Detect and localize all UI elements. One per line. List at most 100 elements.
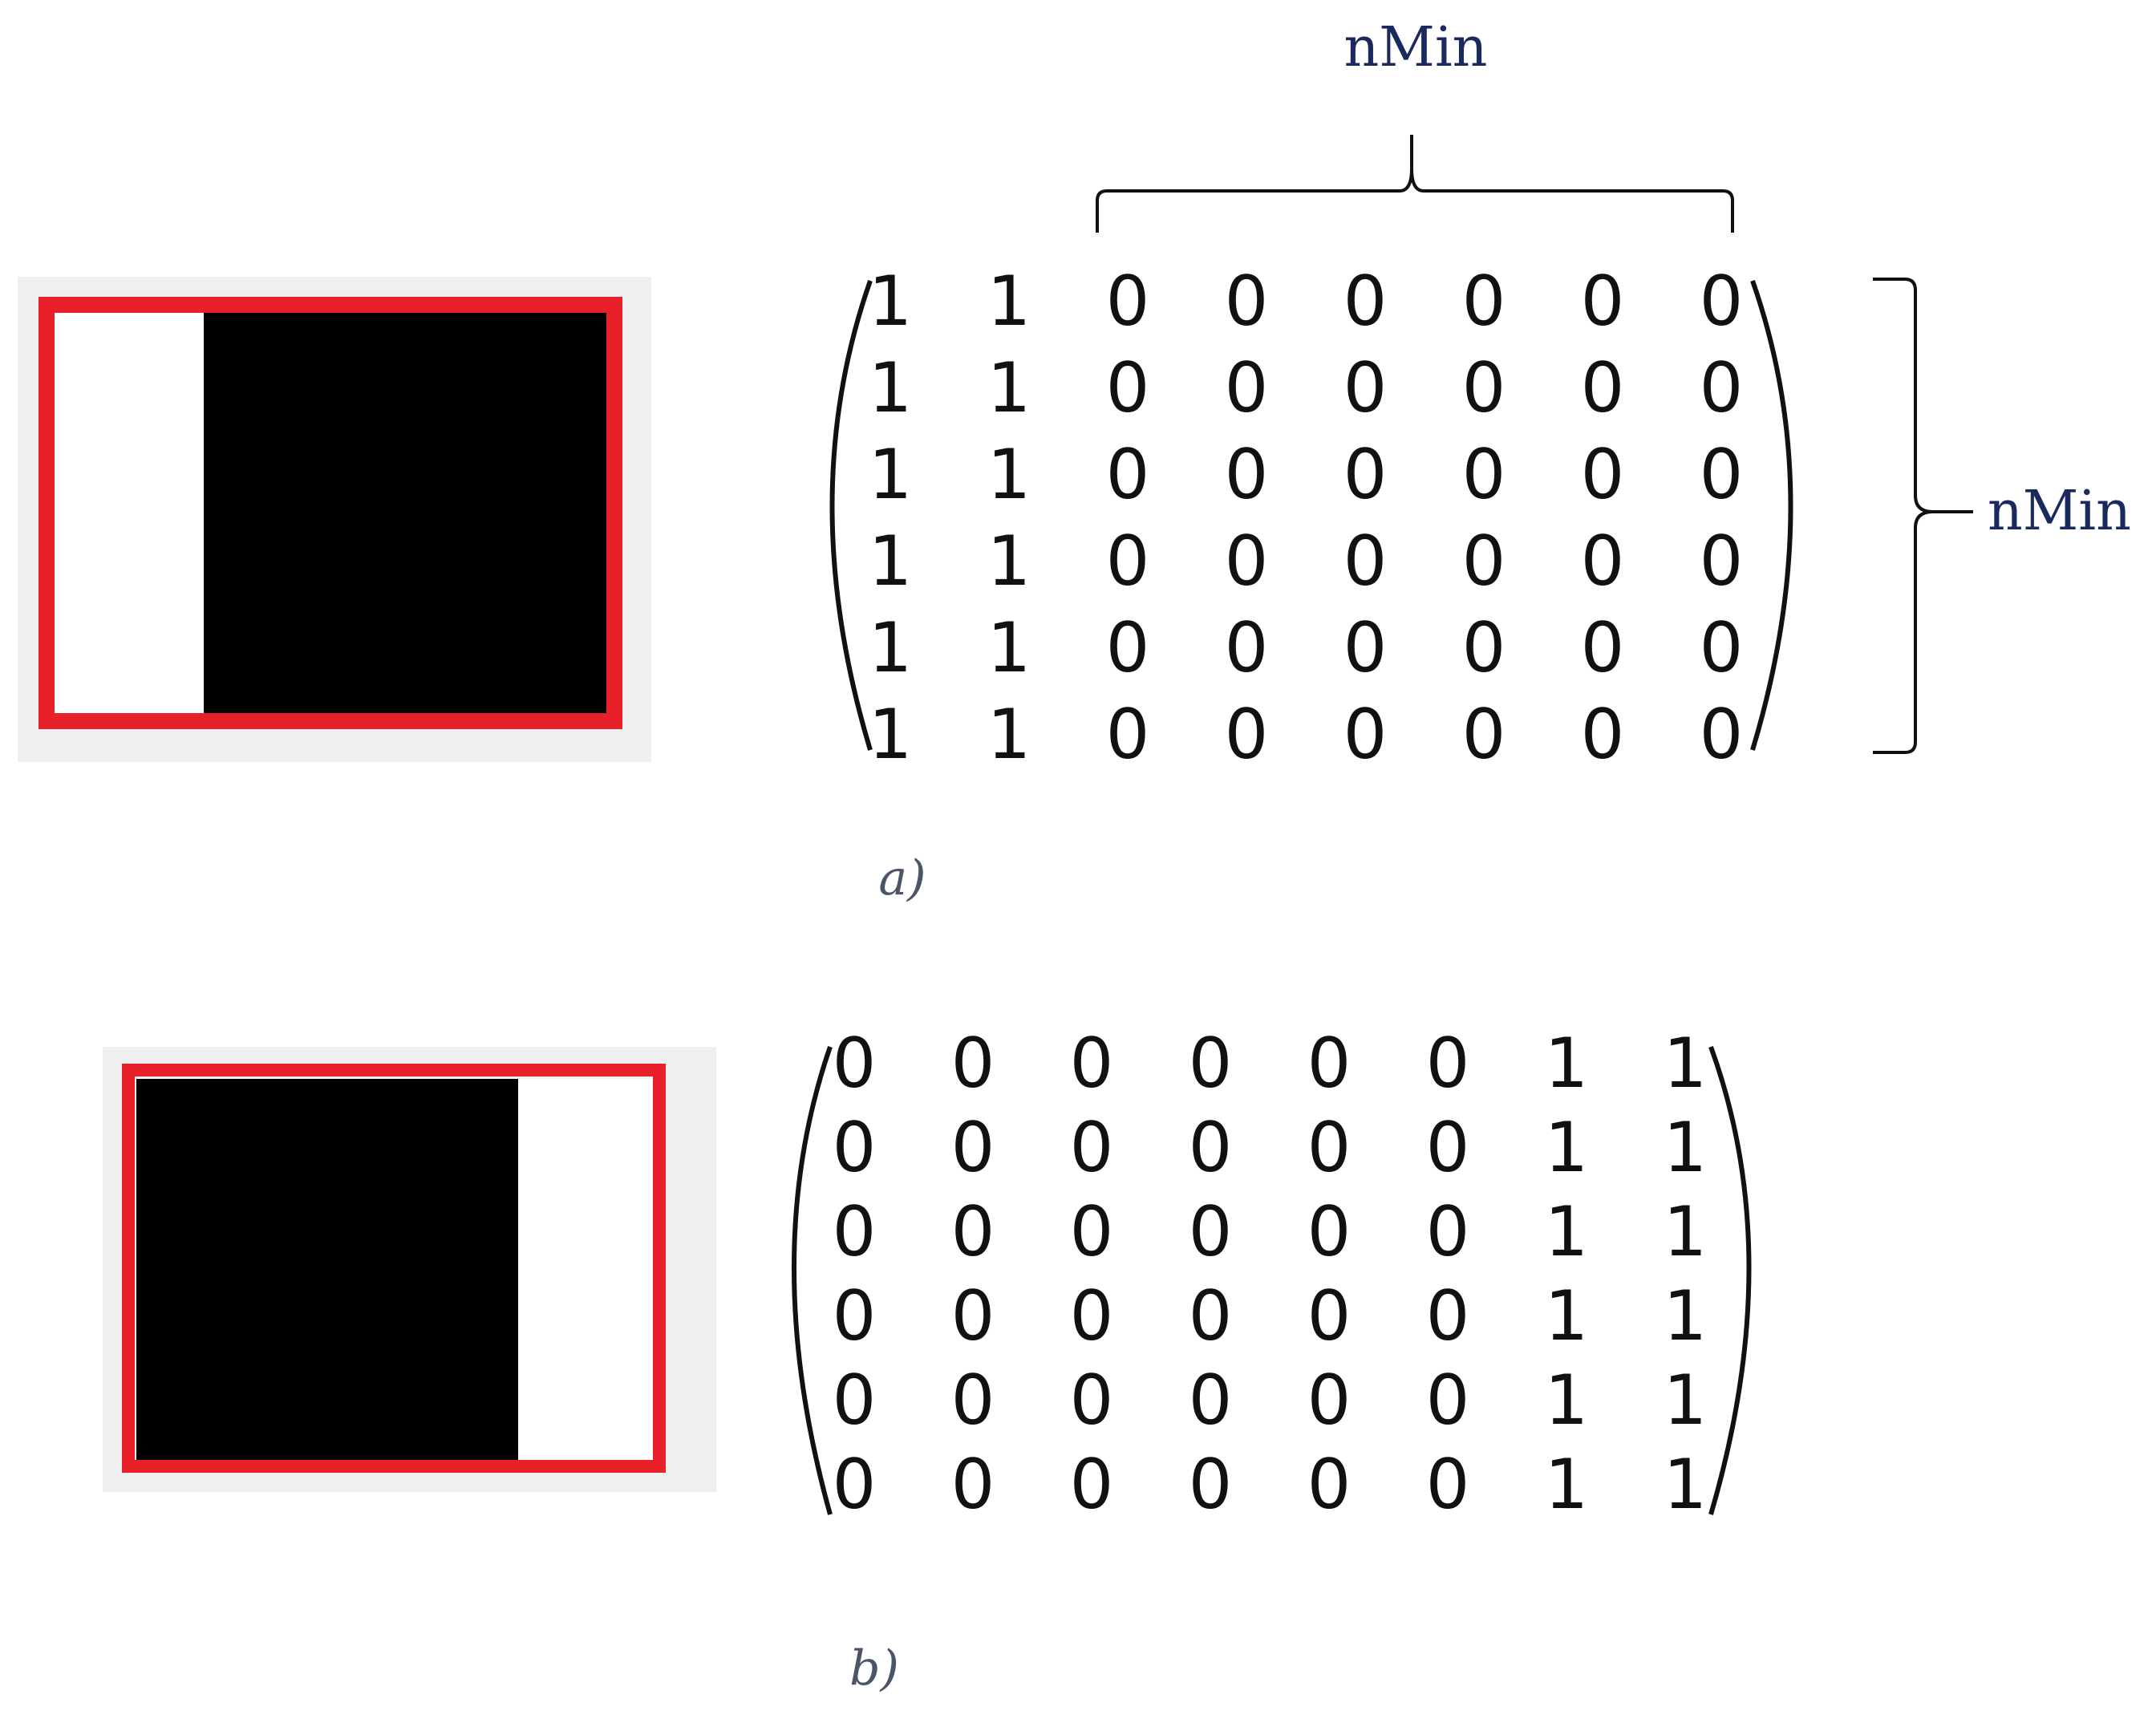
panel-a-matrix-cell: 0: [1106, 521, 1150, 602]
panel-b-matrix-cell: 0: [833, 1276, 877, 1356]
panel-b-matrix-cell: 1: [1664, 1024, 1708, 1104]
panel-a-matrix-cell: 1: [869, 348, 913, 428]
panel-b-image-frame: [122, 1064, 666, 1473]
panel-a-matrix-cell: 0: [1106, 348, 1150, 428]
panel-a-matrix-cell: 0: [1106, 435, 1150, 515]
panel-a-matrix-cell: 0: [1343, 608, 1388, 688]
panel-a-matrix-cell: 0: [1462, 435, 1506, 515]
panel-a-right-brace: nMin: [1873, 278, 2131, 754]
panel-b-matrix-cell: 0: [1189, 1445, 1233, 1525]
panel-b-matrix-cell: 1: [1545, 1108, 1589, 1188]
panel-a-matrix-cell: 0: [1581, 608, 1625, 688]
panel-a-matrix-cell: 1: [869, 262, 913, 342]
panel-b-matrix-cell: 0: [951, 1192, 995, 1272]
panel-b-matrix-cell: 0: [1307, 1445, 1352, 1525]
panel-a-matrix-cell: 0: [1462, 262, 1506, 342]
panel-b-matrix-cell: 1: [1545, 1024, 1589, 1104]
panel-b-matrix-cell: 1: [1545, 1445, 1589, 1525]
panel-b-matrix-cell: 0: [1070, 1445, 1114, 1525]
panel-b-caption: b): [849, 1640, 899, 1697]
panel-a-matrix-cell: 1: [987, 608, 1031, 688]
panel-a-matrix-cell: 0: [1225, 348, 1269, 428]
panel-a-top-brace: nMin: [1096, 16, 1734, 233]
panel-b-matrix-cell: 1: [1664, 1360, 1708, 1441]
panel-b-right-paren: [1708, 1045, 1752, 1515]
panel-a-matrix-cell: 0: [1106, 262, 1150, 342]
panel-b-matrix-cell: 0: [833, 1192, 877, 1272]
panel-b-matrix-cell: 0: [833, 1024, 877, 1104]
panel-a-matrix-cell: 0: [1225, 435, 1269, 515]
panel-a-matrix-cell: 1: [987, 521, 1031, 602]
panel-a-matrix-cell: 0: [1700, 348, 1744, 428]
panel-b-matrix-cell: 0: [1426, 1024, 1470, 1104]
panel-b-image: [103, 1047, 716, 1492]
panel-a-matrix-cell: 0: [1106, 695, 1150, 775]
panel-a-matrix-cell: 0: [1225, 262, 1269, 342]
panel-b-matrix-cell: 0: [833, 1360, 877, 1441]
panel-b-matrix-cell: 1: [1664, 1192, 1708, 1272]
panel-b-matrix-cell: 0: [1307, 1192, 1352, 1272]
panel-b-matrix-cell: 0: [1070, 1192, 1114, 1272]
panel-b-matrix-cell: 0: [951, 1108, 995, 1188]
panel-b-matrix-cell: 0: [951, 1276, 995, 1356]
panel-a-light-region: [50, 309, 204, 718]
panel-a-matrix-cell: 0: [1462, 348, 1506, 428]
panel-a-matrix-cell: 0: [1581, 521, 1625, 602]
panel-b-matrix-cell: 0: [1307, 1108, 1352, 1188]
panel-a-dark-region: [202, 309, 619, 718]
panel-a-matrix-cell: 0: [1343, 435, 1388, 515]
panel-a-matrix-cell: 0: [1225, 608, 1269, 688]
panel-b-matrix-cell: 1: [1664, 1276, 1708, 1356]
top-brace-shape: [1096, 135, 1734, 233]
panel-b-matrix-cell: 0: [951, 1445, 995, 1525]
panel-b-matrix-cell: 0: [1189, 1108, 1233, 1188]
panel-b-matrix-cell: 1: [1545, 1276, 1589, 1356]
panel-a-matrix-cell: 0: [1581, 695, 1625, 775]
panel-a-matrix-cell: 0: [1700, 695, 1744, 775]
panel-b-matrix-cell: 0: [1426, 1276, 1470, 1356]
panel-b-matrix-cell: 0: [1307, 1276, 1352, 1356]
panel-b-dark-region: [136, 1079, 520, 1462]
panel-a-image: [18, 277, 651, 762]
panel-a-matrix-cell: 1: [987, 435, 1031, 515]
panel-a-matrix-cell: 1: [869, 521, 913, 602]
panel-b-matrix-cell: 0: [1426, 1108, 1470, 1188]
panel-b-matrix-cell: 0: [951, 1024, 995, 1104]
panel-a-right-paren: [1750, 280, 1793, 751]
panel-b-matrix-cell: 0: [833, 1108, 877, 1188]
panel-b-matrix-cell: 0: [1070, 1108, 1114, 1188]
panel-b-matrix-cell: 0: [1189, 1024, 1233, 1104]
panel-b-matrix-cell: 0: [1426, 1360, 1470, 1441]
panel-a-matrix-cell: 0: [1343, 262, 1388, 342]
panel-a-matrix-cell: 0: [1700, 262, 1744, 342]
panel-b-matrix-cell: 0: [833, 1445, 877, 1525]
panel-b-matrix-cell: 1: [1664, 1445, 1708, 1525]
panel-b-light-region: [518, 1079, 654, 1462]
panel-a-matrix-cell: 0: [1581, 348, 1625, 428]
panel-b-left-paren: [792, 1046, 833, 1515]
panel-a-matrix-cell: 1: [869, 435, 913, 515]
panel-a-caption: a): [878, 850, 926, 906]
right-brace-shape: [1873, 278, 1973, 754]
panel-a-left-paren: [829, 280, 873, 751]
panel-a-matrix-cell: 0: [1581, 435, 1625, 515]
panel-a-matrix-cell: 1: [987, 695, 1031, 775]
panel-a-matrix-cell: 0: [1700, 435, 1744, 515]
panel-b-matrix-cell: 0: [1307, 1360, 1352, 1441]
right-brace-label: nMin: [1988, 480, 2131, 543]
panel-b-matrix-cell: 1: [1664, 1108, 1708, 1188]
panel-a-matrix-cell: 0: [1462, 521, 1506, 602]
panel-a-matrix-cell: 0: [1581, 262, 1625, 342]
panel-b-matrix-cell: 0: [1070, 1360, 1114, 1441]
panel-a-matrix-cell: 0: [1700, 521, 1744, 602]
panel-b-matrix-cell: 1: [1545, 1192, 1589, 1272]
panel-a-matrix-cell: 1: [987, 348, 1031, 428]
panel-a-matrix-cell: 0: [1343, 521, 1388, 602]
panel-a-matrix-cell: 1: [987, 262, 1031, 342]
panel-a-matrix-cell: 0: [1106, 608, 1150, 688]
